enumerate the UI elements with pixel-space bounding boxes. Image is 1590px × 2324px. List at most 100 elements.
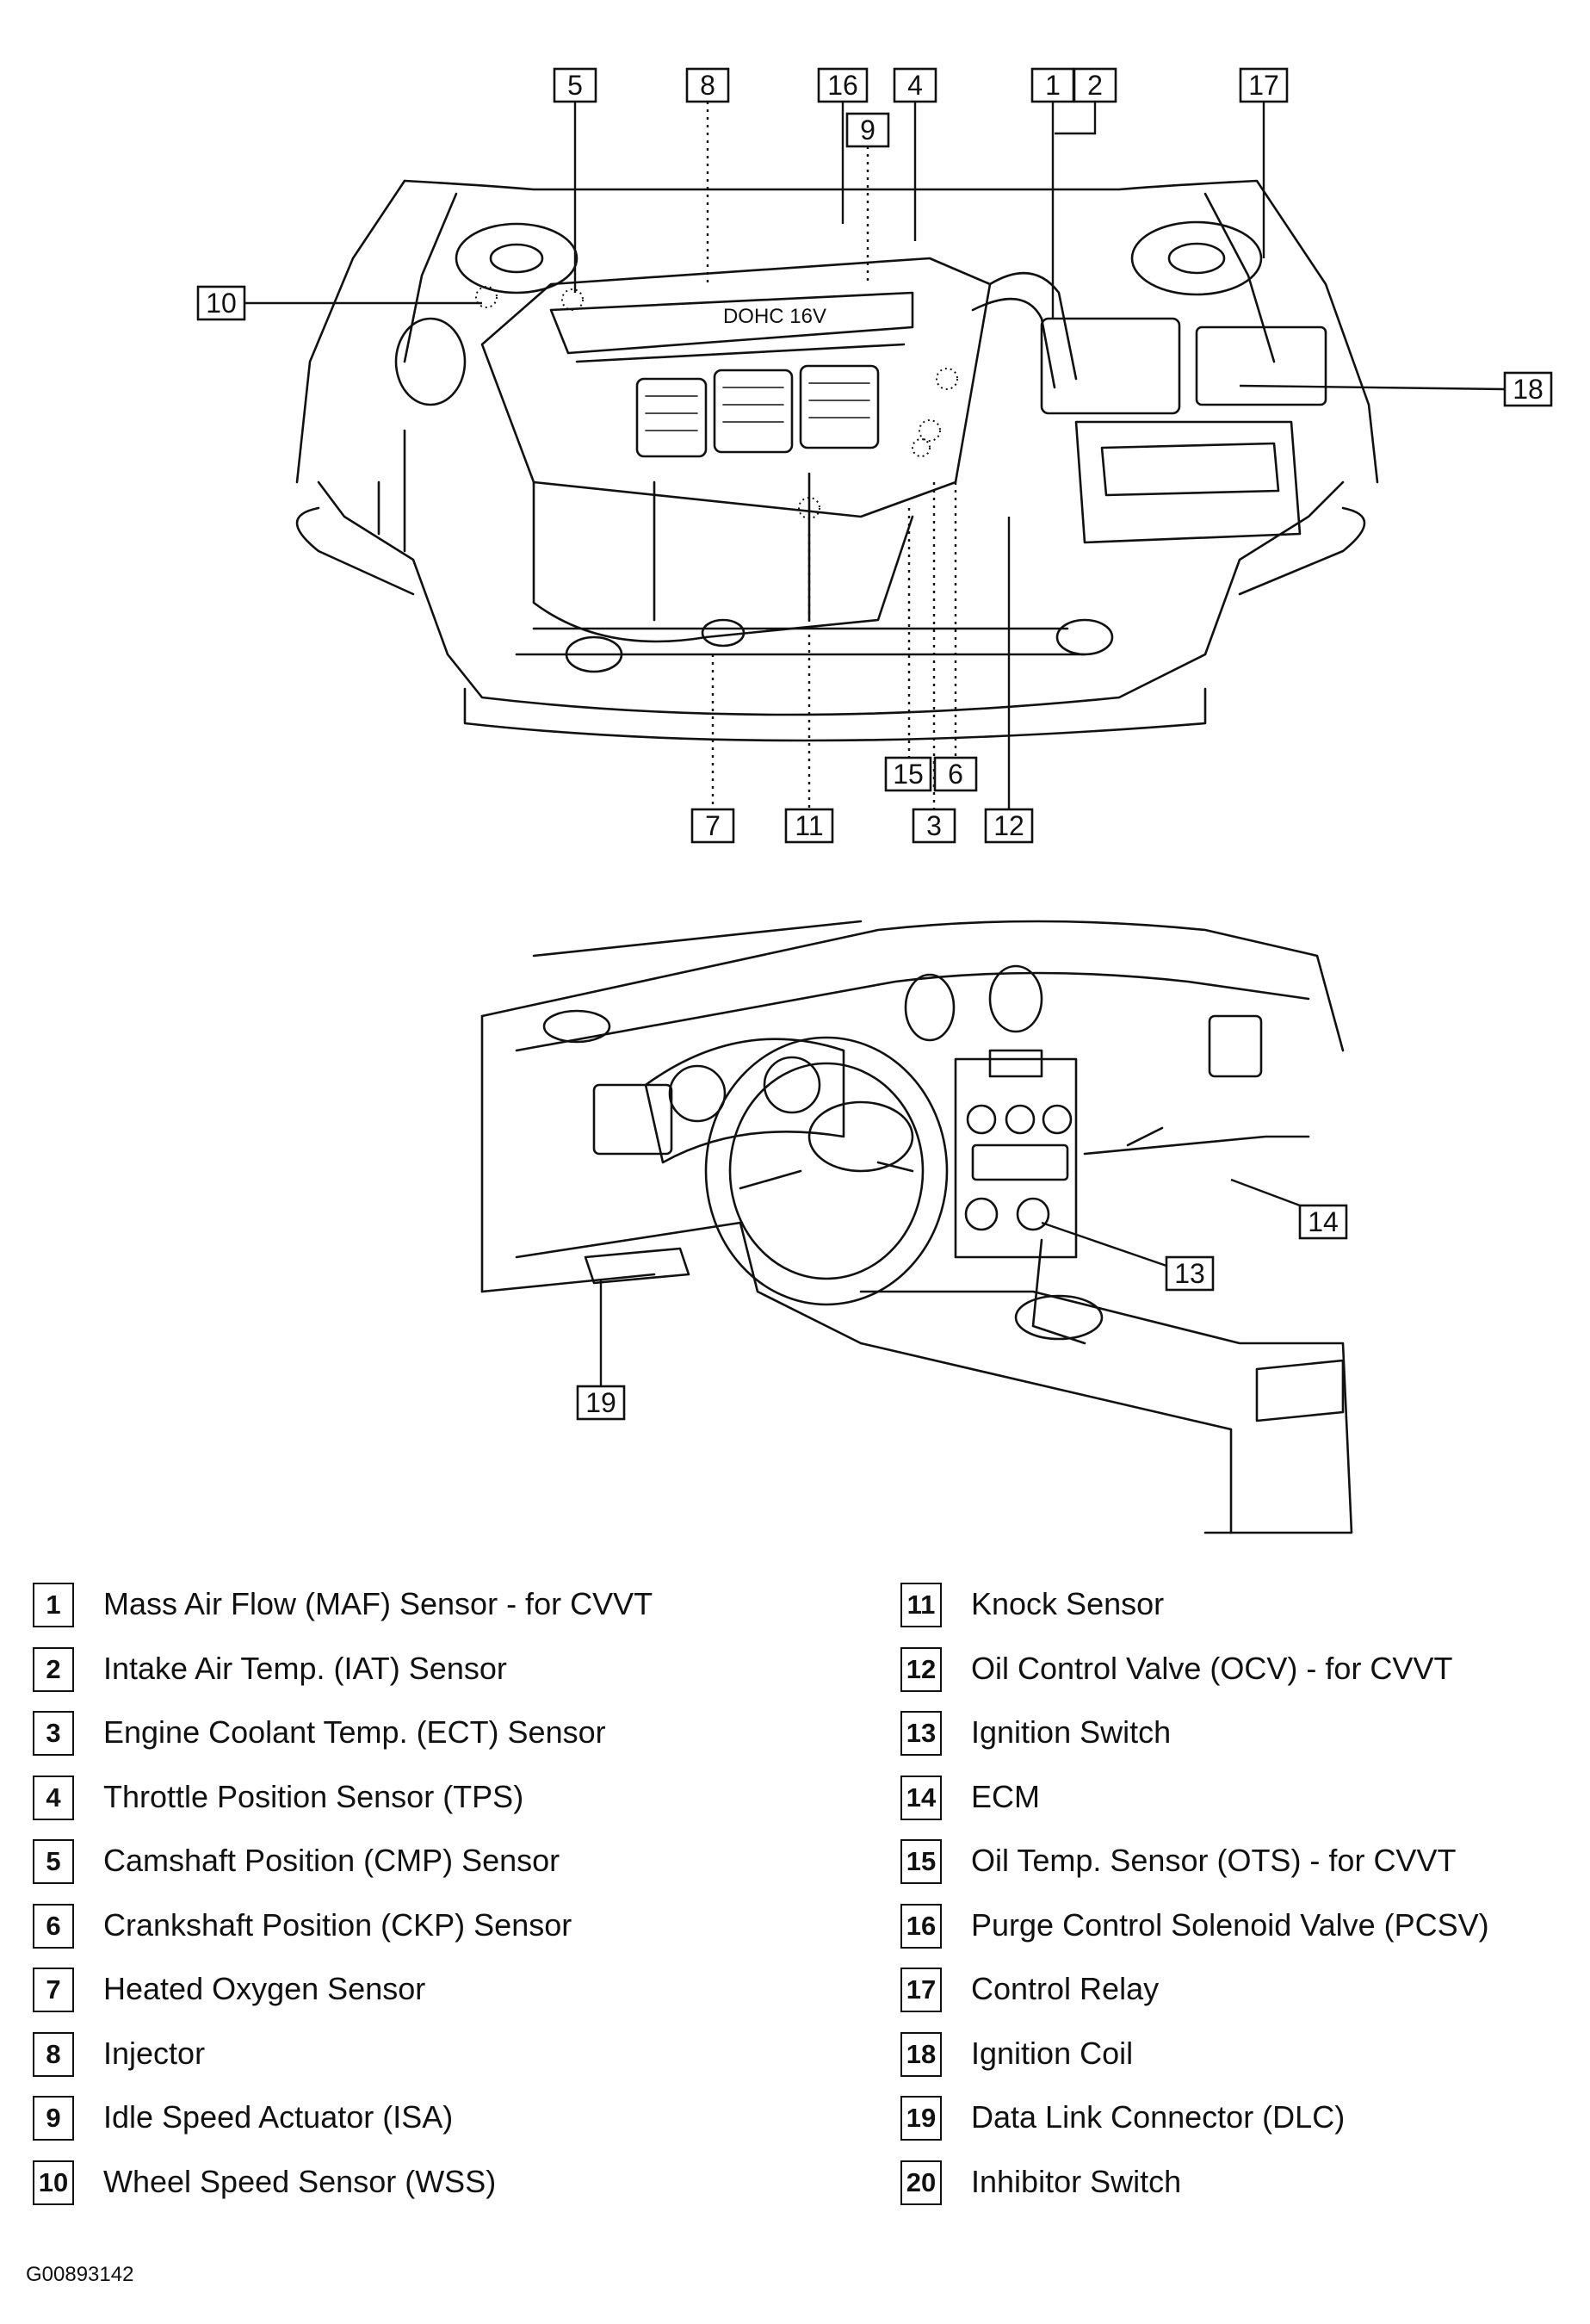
legend-label: Data Link Connector (DLC) — [971, 2099, 1346, 2135]
svg-text:10: 10 — [206, 288, 237, 319]
legend-item: 13 Ignition Switch — [900, 1704, 1590, 1769]
legend-label: Purge Control Solenoid Valve (PCSV) — [971, 1906, 1489, 1943]
legend-label: Mass Air Flow (MAF) Sensor - for CVVT — [103, 1586, 653, 1621]
svg-text:8: 8 — [700, 70, 715, 101]
callout-9: 9 — [845, 112, 890, 148]
legend-item: 2 Intake Air Temp. (IAT) Sensor — [33, 1640, 790, 1705]
legend-item: 18 Ignition Coil — [900, 2025, 1590, 2090]
svg-text:2: 2 — [1087, 70, 1103, 101]
legend-label: Knock Sensor — [971, 1586, 1165, 1621]
legend-number: 18 — [900, 2031, 942, 2077]
svg-text:5: 5 — [567, 70, 583, 101]
callout-18: 18 — [1503, 371, 1553, 407]
legend-number: 11 — [900, 1583, 942, 1627]
callout-19: 19 — [576, 1385, 626, 1421]
legend-number: 15 — [900, 1839, 942, 1884]
legend-label: Throttle Position Sensor (TPS) — [103, 1778, 524, 1814]
svg-text:3: 3 — [926, 810, 942, 841]
svg-text:11: 11 — [795, 810, 823, 841]
engine-cover-marking: DOHC 16V — [723, 305, 826, 328]
svg-text:15: 15 — [893, 759, 924, 790]
legend-label: Heated Oxygen Sensor — [103, 1971, 426, 2006]
callout-11: 11 — [784, 808, 834, 844]
legend-number: 4 — [33, 1775, 74, 1820]
legend-label: Inhibitor Switch — [971, 2163, 1182, 2199]
legend-label: Oil Control Valve (OCV) - for CVVT — [971, 1650, 1453, 1686]
legend-item: 16 Purge Control Solenoid Valve (PCSV) — [900, 1897, 1590, 1961]
legend-item: 5 Camshaft Position (CMP) Sensor — [33, 1832, 790, 1897]
legend-label: ECM — [971, 1778, 1040, 1814]
legend-number: 16 — [900, 1903, 942, 1949]
legend-number: 5 — [33, 1839, 74, 1884]
legend-item: 11 Knock Sensor — [900, 1576, 1590, 1640]
legend-item: 14 ECM — [900, 1769, 1590, 1833]
callout-13: 13 — [1165, 1255, 1215, 1292]
legend-label: Ignition Switch — [971, 1714, 1172, 1750]
legend-label: Idle Speed Actuator (ISA) — [103, 2099, 454, 2135]
dash-callout-leaders — [599, 1178, 1301, 1386]
legend-column-left: 1 Mass Air Flow (MAF) Sensor - for CVVT 2… — [33, 1576, 790, 2217]
svg-text:7: 7 — [705, 810, 721, 841]
engine-callout-leaders — [244, 102, 1506, 809]
legend-number: 14 — [900, 1775, 942, 1820]
legend-number: 13 — [900, 1711, 942, 1756]
callout-14: 14 — [1298, 1204, 1348, 1240]
legend-label: Ignition Coil — [971, 2035, 1134, 2071]
legend-number: 6 — [33, 1903, 74, 1949]
legend-label: Intake Air Temp. (IAT) Sensor — [103, 1650, 507, 1686]
legend-label: Engine Coolant Temp. (ECT) Sensor — [103, 1714, 606, 1750]
svg-text:12: 12 — [993, 810, 1024, 841]
callout-15: 15 — [884, 756, 932, 792]
callout-17: 17 — [1239, 67, 1289, 103]
callout-6: 6 — [933, 756, 978, 792]
legend-item: 4 Throttle Position Sensor (TPS) — [33, 1769, 790, 1833]
legend-item: 19 Data Link Connector (DLC) — [900, 2089, 1590, 2154]
callout-2: 2 — [1073, 67, 1117, 103]
legend-column-right: 11 Knock Sensor 12 Oil Control Valve (OCV)… — [900, 1576, 1590, 2217]
callout-4: 4 — [893, 67, 937, 103]
component-legend: 1 Mass Air Flow (MAF) Sensor - for CVVT 2… — [33, 1576, 1565, 2230]
callout-8: 8 — [685, 67, 730, 103]
legend-number: 12 — [900, 1646, 942, 1692]
legend-number: 17 — [900, 1968, 942, 2012]
svg-text:19: 19 — [585, 1387, 616, 1418]
callout-12: 12 — [984, 808, 1034, 844]
svg-text:13: 13 — [1174, 1258, 1205, 1289]
legend-number: 2 — [33, 1646, 74, 1692]
svg-text:18: 18 — [1513, 374, 1544, 405]
svg-text:6: 6 — [948, 759, 963, 790]
legend-number: 10 — [33, 2160, 74, 2205]
legend-item: 3 Engine Coolant Temp. (ECT) Sensor — [33, 1704, 790, 1769]
legend-number: 7 — [33, 1968, 74, 2012]
svg-text:4: 4 — [907, 70, 923, 101]
engine-compartment-drawing: DOHC 16V — [295, 179, 1379, 742]
legend-label: Wheel Speed Sensor (WSS) — [103, 2163, 497, 2199]
legend-number: 3 — [33, 1711, 74, 1756]
callout-1: 1 — [1030, 67, 1075, 103]
callout-3: 3 — [912, 808, 956, 844]
legend-number: 20 — [900, 2160, 942, 2205]
legend-item: 10 Wheel Speed Sensor (WSS) — [33, 2154, 790, 2218]
legend-item: 1 Mass Air Flow (MAF) Sensor - for CVVT — [33, 1576, 790, 1640]
callout-5: 5 — [553, 67, 597, 103]
legend-item: 8 Injector — [33, 2025, 790, 2090]
callout-10: 10 — [196, 285, 246, 321]
legend-label: Camshaft Position (CMP) Sensor — [103, 1843, 560, 1878]
svg-text:14: 14 — [1308, 1206, 1339, 1237]
callout-16: 16 — [817, 67, 869, 103]
legend-item: 20 Inhibitor Switch — [900, 2154, 1590, 2218]
svg-text:9: 9 — [860, 115, 875, 146]
legend-label: Injector — [103, 2035, 206, 2071]
svg-text:16: 16 — [827, 70, 858, 101]
legend-number: 8 — [33, 2031, 74, 2077]
svg-text:17: 17 — [1248, 70, 1279, 101]
legend-number: 1 — [33, 1583, 74, 1627]
legend-number: 19 — [900, 2096, 942, 2141]
legend-item: 12 Oil Control Valve (OCV) - for CVVT — [900, 1640, 1590, 1705]
figure-id: G00893142 — [26, 2263, 134, 2286]
